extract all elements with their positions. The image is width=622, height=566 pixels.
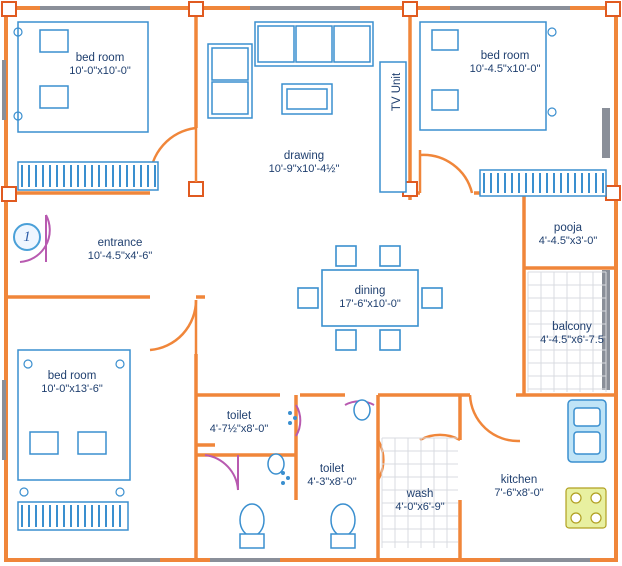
coffee-table (281, 83, 333, 115)
kitchen-sink (567, 399, 607, 463)
kitchen-stove (565, 487, 607, 529)
bed-room-3-size: 10'-0"x13'-6" (41, 383, 103, 395)
wardrobe-stripes (21, 165, 604, 527)
kitchen-size: 7'-6"x8'-0" (494, 487, 544, 499)
toilet-doors (19, 214, 375, 491)
beds (17, 21, 547, 481)
kitchen-label: kitchen 7'-6"x8'-0" (494, 474, 543, 500)
dining-table (297, 245, 443, 351)
toilet-2-name: toilet (319, 463, 345, 475)
bed-room-3-label: bed room 10'-0"x13'-6" (41, 370, 103, 396)
drawing-name: drawing (283, 150, 325, 162)
entrance-marker-icon: 1 (13, 223, 41, 251)
toilet-1-label: toilet 4'-7½"x8'-0" (210, 410, 268, 436)
tv-unit-shape (379, 61, 407, 193)
bed-room-3-name: bed room (47, 370, 97, 382)
entrance-label: entrance 10'-4.5"x4'-6" (88, 237, 153, 263)
bed-room-2-name: bed room (480, 50, 530, 62)
bed-room-2-label: bed room 10'-4.5"x10'-0" (470, 50, 541, 76)
kitchen-name: kitchen (500, 474, 538, 486)
inner-walls (8, 8, 616, 560)
balcony-size: 4'-4.5"x6'-7.5 (540, 334, 604, 346)
drawing-size: 10'-9"x10'-4½" (268, 163, 340, 175)
toilet-2-size: 4'-3"x8'-0" (307, 476, 357, 488)
wash-label: wash 4'-0"x6'-9" (395, 488, 444, 514)
toilets (239, 399, 371, 549)
wash-size: 4'-0"x6'-9" (395, 501, 445, 513)
entrance-name: entrance (97, 237, 143, 249)
pooja-name: pooja (553, 222, 583, 234)
balcony-label: balcony 4'-4.5"x6'-7.5 (540, 321, 604, 347)
floor-tiles (381, 271, 607, 548)
dining-label: dining 17'-6"x10'-0" (339, 285, 401, 311)
drawing-label: drawing 10'-9"x10'-4½" (269, 150, 340, 176)
wash-name: wash (406, 488, 434, 500)
tv-unit-label: TV Unit (391, 72, 404, 112)
pooja-label: pooja 4'-4.5"x3'-0" (539, 222, 597, 248)
entrance-size: 10'-4.5"x4'-6" (87, 250, 153, 262)
dining-size: 17'-6"x10'-0" (339, 298, 401, 310)
sofa (207, 21, 374, 119)
bed-room-1-name: bed room (75, 52, 125, 64)
dining-name: dining (354, 285, 386, 297)
bed-room-1-label: bed room 10'-0"x10'-0" (69, 52, 131, 78)
bed-room-1-size: 10'-0"x10'-0" (69, 65, 131, 77)
balcony-name: balcony (552, 321, 592, 333)
pooja-size: 4'-4.5"x3'-0" (538, 235, 598, 247)
toilet-1-size: 4'-7½"x8'-0" (209, 423, 269, 435)
toilet-1-name: toilet (226, 410, 252, 422)
bed-corner-marks (13, 27, 557, 497)
shower-marks (281, 411, 297, 485)
door-swings (148, 126, 521, 481)
bed-room-2-size: 10'-4.5"x10'-0" (469, 63, 541, 75)
toilet-2-label: toilet 4'-3"x8'-0" (307, 463, 356, 489)
